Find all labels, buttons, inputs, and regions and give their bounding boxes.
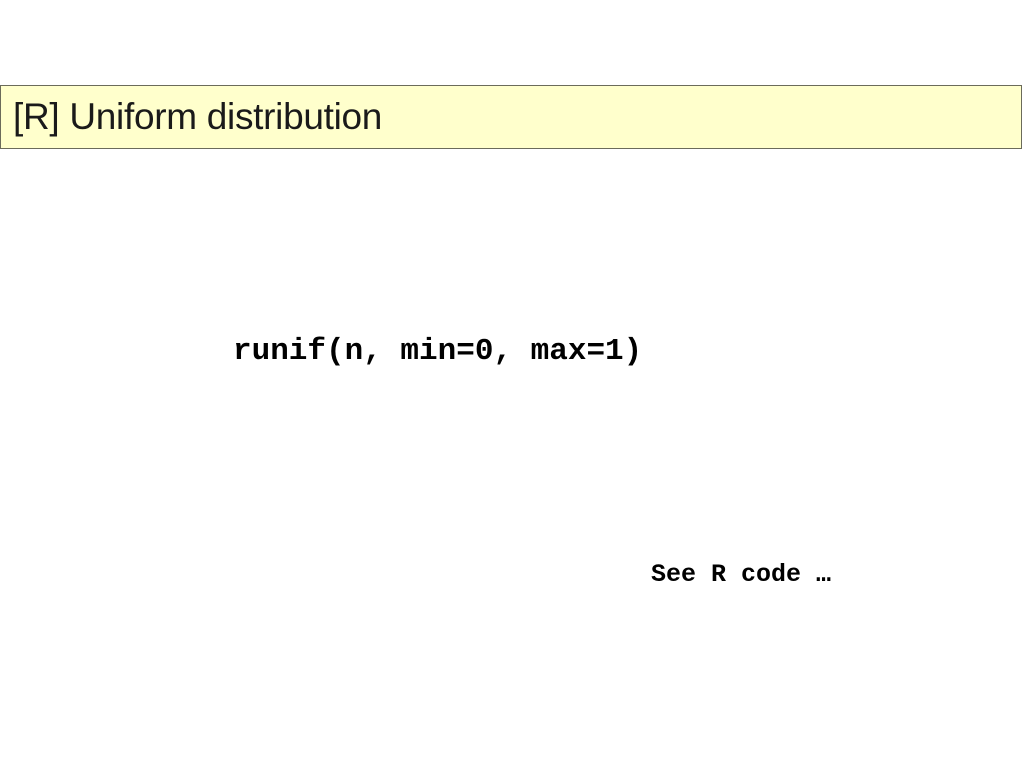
code-snippet: runif(n, min=0, max=1) [233,334,643,369]
slide-title: [R] Uniform distribution [13,96,383,137]
title-bar: [R] Uniform distribution [0,85,1022,149]
see-code-note: See R code … [651,560,832,589]
